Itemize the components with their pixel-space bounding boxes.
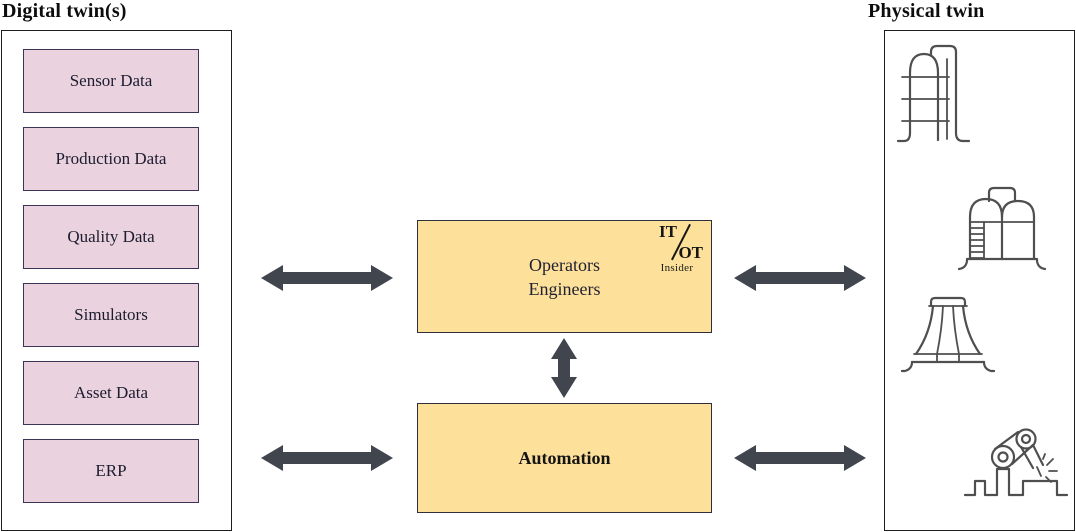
arrow-operators-automation bbox=[551, 338, 577, 398]
digital-box-sensor-data: Sensor Data bbox=[23, 49, 199, 113]
digital-twin-title: Digital twin(s) bbox=[2, 0, 127, 22]
arrow-operators-physical bbox=[734, 265, 866, 291]
digital-box-erp: ERP bbox=[23, 439, 199, 503]
digital-twin-panel: Sensor Data Production Data Quality Data… bbox=[1, 30, 232, 531]
digital-box-production-data: Production Data bbox=[23, 127, 199, 191]
storage-tanks-icon bbox=[957, 186, 1047, 271]
digital-box-asset-data: Asset Data bbox=[23, 361, 199, 425]
physical-twin-title: Physical twin bbox=[868, 0, 985, 22]
automation-box: Automation bbox=[417, 403, 712, 513]
distillation-column-icon bbox=[896, 44, 971, 143]
operators-engineers-box: Operators Engineers IT OT Insider bbox=[417, 220, 712, 333]
arrow-automation-physical bbox=[734, 445, 866, 471]
physical-twin-panel bbox=[884, 30, 1075, 531]
arrow-digital-operators bbox=[261, 265, 393, 291]
digital-box-simulators: Simulators bbox=[23, 283, 199, 347]
operators-engineers-label: Operators Engineers bbox=[528, 254, 601, 299]
welding-robot-icon bbox=[963, 428, 1069, 497]
automation-label: Automation bbox=[518, 447, 611, 468]
arrow-digital-automation bbox=[261, 445, 393, 471]
itot-logo-mark: IT OT bbox=[659, 222, 703, 262]
cooling-tower-icon bbox=[901, 296, 995, 373]
digital-box-quality-data: Quality Data bbox=[23, 205, 199, 269]
itot-insider-logo: IT OT Insider bbox=[659, 222, 703, 274]
